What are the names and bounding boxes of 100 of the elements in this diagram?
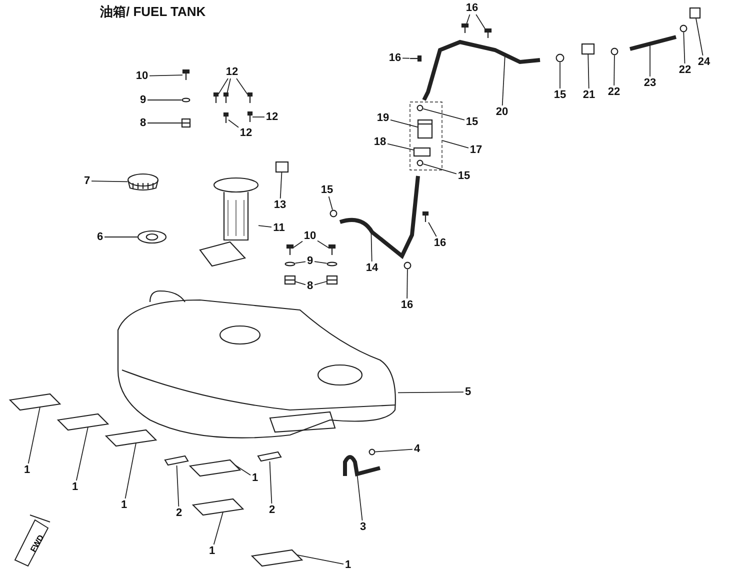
hose-connector-drawing <box>275 161 289 173</box>
filter-assembly-outline <box>410 102 442 170</box>
bolt-drawing <box>484 28 492 38</box>
leader-line <box>314 261 328 264</box>
callout-number: 9 <box>138 94 148 106</box>
hose-clamp-drawing <box>680 24 688 32</box>
sleeve-drawing <box>413 147 431 157</box>
callout-number: 16 <box>464 2 480 14</box>
leader-line <box>28 406 40 464</box>
clip-drawing <box>422 211 429 222</box>
leader-line <box>228 119 239 128</box>
hose-clamp-drawing <box>416 104 424 112</box>
washer-drawing <box>284 262 296 266</box>
leader-line <box>226 78 231 93</box>
callout-number: 1 <box>250 472 260 484</box>
callout-number: 13 <box>272 199 288 211</box>
callout-number: 7 <box>82 175 92 187</box>
hose-clamp-drawing <box>556 54 564 62</box>
fuel-tank-drawing <box>117 290 396 438</box>
callout-number: 8 <box>138 117 148 129</box>
leader-line <box>91 180 128 182</box>
bolt-drawing <box>410 55 422 62</box>
pad-drawing <box>188 459 242 477</box>
screw-drawing <box>247 92 253 103</box>
callout-number: 15 <box>464 116 480 128</box>
bolt-drawing <box>461 23 469 33</box>
leader-line <box>374 448 413 452</box>
leader-line <box>234 464 251 476</box>
leader-line <box>328 196 333 210</box>
callout-number: 15 <box>456 170 472 182</box>
hose-clamp-drawing <box>416 160 424 166</box>
callout-number: 6 <box>96 231 104 243</box>
callout-number: 20 <box>494 106 510 118</box>
callout-number: 21 <box>582 89 596 101</box>
callout-number: 15 <box>552 89 568 101</box>
leader-line <box>104 236 138 238</box>
callout-number: 1 <box>344 559 352 571</box>
leader-line <box>149 74 183 76</box>
leader-line <box>293 240 303 248</box>
fuel-hose-drawing <box>422 40 540 101</box>
leader-line <box>588 54 590 89</box>
callout-number: 16 <box>432 237 448 249</box>
callout-number: 11 <box>272 222 286 234</box>
nut-drawing <box>181 118 191 128</box>
fuel-hose-drawing <box>630 35 676 51</box>
hose-clamp-drawing <box>404 262 412 270</box>
callout-number: 1 <box>208 545 216 557</box>
leader-line <box>295 281 306 286</box>
hose-clamp-drawing <box>330 210 338 218</box>
washer-drawing <box>182 98 190 102</box>
pad-drawing <box>250 549 304 567</box>
leader-line <box>280 172 282 199</box>
leader-line <box>683 32 686 64</box>
callout-number: 18 <box>372 136 388 148</box>
callout-number: 8 <box>306 280 314 292</box>
leader-line <box>317 240 329 248</box>
leader-line <box>269 461 272 504</box>
callout-number: 4 <box>412 443 422 455</box>
leader-line <box>614 54 615 86</box>
callout-number: 16 <box>400 299 414 311</box>
screw-drawing <box>247 111 253 122</box>
pad-drawing <box>56 413 110 431</box>
gasket-drawing <box>137 230 167 244</box>
nut-drawing <box>326 275 338 285</box>
callout-number: 3 <box>358 521 368 533</box>
rubber-block-drawing <box>257 451 282 462</box>
leader-line <box>213 512 224 545</box>
leader-line <box>476 14 486 29</box>
pad-drawing <box>8 393 62 411</box>
callout-number: 2 <box>268 504 276 516</box>
callout-number: 5 <box>464 386 472 398</box>
bolt-drawing <box>286 244 294 255</box>
fuel-hose-drawing <box>339 176 420 258</box>
callout-number: 17 <box>468 144 484 156</box>
washer-drawing <box>326 262 338 266</box>
bolt-drawing <box>328 244 336 255</box>
callout-number: 16 <box>388 52 402 64</box>
leader-line <box>422 164 457 174</box>
rubber-block-drawing <box>164 455 189 466</box>
callout-number: 19 <box>376 112 390 124</box>
callout-number: 23 <box>642 77 658 89</box>
callout-number: 14 <box>364 262 380 274</box>
callout-number: 22 <box>606 86 622 98</box>
pad-drawing <box>104 429 158 447</box>
pad-drawing <box>192 498 244 516</box>
leader-line <box>252 116 265 118</box>
screw-drawing <box>223 112 229 123</box>
leader-line <box>370 232 372 262</box>
leader-line <box>124 442 136 499</box>
screw-drawing <box>223 92 229 103</box>
callout-number: 12 <box>238 127 254 139</box>
leader-line <box>390 120 418 128</box>
callout-number: 12 <box>224 66 240 78</box>
callout-number: 10 <box>302 230 318 242</box>
callout-number: 15 <box>320 184 334 196</box>
leader-line <box>428 222 437 237</box>
bolt-drawing <box>182 69 190 80</box>
clip-drawing <box>368 448 376 456</box>
callout-number: 22 <box>678 64 692 76</box>
callout-number: 2 <box>174 507 184 519</box>
